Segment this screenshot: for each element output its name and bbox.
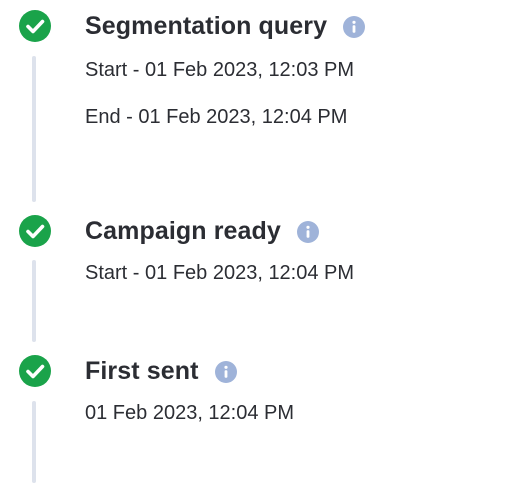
step-start-time: Start - 01 Feb 2023, 12:04 PM — [85, 262, 355, 284]
check-circle-icon — [19, 215, 51, 247]
step-title: First sent — [85, 356, 199, 385]
timeline-connector — [32, 56, 36, 202]
timeline-connector — [32, 260, 36, 342]
info-icon[interactable] — [343, 16, 366, 38]
info-icon[interactable] — [214, 361, 237, 383]
check-circle-icon — [19, 355, 51, 387]
check-circle-icon — [19, 10, 51, 42]
step-title: Campaign ready — [85, 216, 281, 245]
info-icon[interactable] — [296, 221, 319, 243]
step-sent-time: 01 Feb 2023, 12:04 PM — [85, 402, 295, 424]
step-header: First sent — [85, 355, 237, 387]
step-header: Campaign ready — [85, 215, 319, 247]
step-start-time: Start - 01 Feb 2023, 12:03 PM — [85, 59, 355, 81]
timeline-connector — [32, 401, 36, 483]
step-header: Segmentation query — [85, 10, 366, 42]
step-title: Segmentation query — [85, 11, 328, 40]
step-end-time: End - 01 Feb 2023, 12:04 PM — [85, 106, 348, 128]
